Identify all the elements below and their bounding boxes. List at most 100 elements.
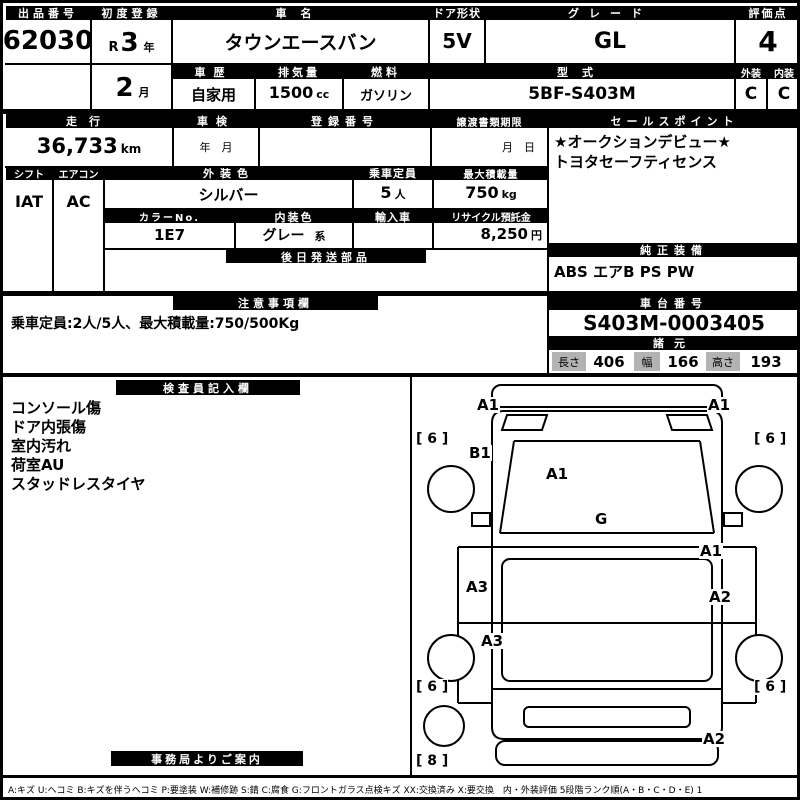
inspector-note: ドア内張傷 [11, 418, 87, 436]
auction-number-header: 出品番号 [6, 6, 90, 20]
spec-header: 諸元 [548, 336, 797, 350]
recycle-deposit-header: リサイクル預託金 [434, 210, 548, 223]
wheel-rear-left [427, 634, 475, 682]
era-letter: R [108, 40, 119, 55]
grid-line [258, 114, 260, 166]
recycle-unit: 円 [531, 229, 542, 242]
grid-line [734, 6, 736, 109]
section-divider [3, 373, 797, 377]
car-history-value: 自家用 [190, 85, 236, 104]
mileage-unit: km [120, 142, 142, 156]
grid-line [5, 166, 548, 168]
wheel-front-right [735, 465, 783, 513]
inspection-value: 年 月 [199, 141, 233, 154]
tire-depth-marker: 6 [754, 679, 787, 695]
grid-line [52, 166, 54, 291]
score-header: 評価点 [736, 6, 797, 20]
mileage-header: 走行 [6, 114, 172, 128]
section-divider [3, 109, 797, 114]
tire-depth-marker: 8 [416, 753, 449, 769]
displacement-number: 1500 [268, 83, 314, 102]
grade-header: グレード [486, 6, 734, 20]
exterior-grade-value: C [744, 84, 758, 104]
damage-marker: A1 [707, 396, 732, 414]
grid-line [428, 6, 430, 109]
reg-year: 3 [120, 28, 139, 58]
auction-number-value: 62030 [2, 26, 94, 56]
inspection-header: 車検 [174, 114, 258, 128]
max-load-header: 最大積載量 [434, 166, 548, 180]
registration-number-header: 登録番号 [260, 114, 430, 128]
grid-line [90, 6, 92, 109]
sales-point-line1: ★オークションデビュー★ [554, 133, 731, 151]
width-label: 幅 [634, 352, 660, 371]
chassis-number-value: S403M-0003405 [583, 311, 765, 335]
damage-marker: B1 [468, 444, 492, 462]
capacity-header: 乗車定員 [354, 166, 432, 180]
grid-line [171, 6, 173, 109]
recycle-number: 8,250 [480, 225, 528, 243]
inspector-note: 荷室AU [11, 456, 65, 474]
grid-line [103, 248, 548, 250]
damage-marker: A1 [545, 465, 570, 483]
car-history-header: 車歴 [173, 65, 254, 79]
windshield [499, 440, 715, 534]
vehicle-diagram: A1 A1 B1 A1 G A1 A3 A2 A3 A2 6 6 6 6 8 [412, 377, 797, 775]
later-parts-header: 後日発送部品 [226, 250, 426, 263]
color-no-value: 1E7 [153, 226, 186, 244]
displacement-header: 排気量 [256, 65, 342, 79]
import-car-header: 輸入車 [354, 210, 432, 223]
door-shape-value: 5V [442, 29, 472, 53]
wheel-front-left [427, 465, 475, 513]
grid-line [5, 63, 797, 65]
rear-window [523, 706, 691, 728]
shift-value: IAT [14, 191, 43, 211]
grid-line [103, 166, 105, 291]
section-divider [3, 291, 797, 296]
recycle-deposit-value: 8,250 円 [434, 223, 548, 247]
model-code-value: 5BF-S403M [528, 84, 636, 104]
tire-depth-marker: 6 [416, 431, 449, 447]
interior-color-header: 内装色 [236, 210, 352, 223]
max-load-unit: kg [501, 188, 517, 201]
door-shape-header: ドア形状 [430, 6, 484, 20]
score-value: 4 [758, 24, 778, 58]
spare-tire [423, 705, 465, 747]
grid-line [432, 166, 434, 248]
month-unit: 月 [138, 86, 150, 99]
capacity-unit: 人 [394, 188, 406, 201]
legend-text: A:キズ U:ヘコミ B:キズを伴うヘコミ P:要塗装 W:補修跡 S:錆 C:… [8, 785, 703, 796]
rear-bumper [495, 740, 719, 766]
damage-marker: A3 [480, 632, 505, 650]
reg-month: 2 [115, 73, 134, 103]
grade-value: GL [593, 28, 627, 54]
capacity-value: 5 人 [354, 181, 432, 207]
capacity-number: 5 [380, 183, 392, 202]
aircon-header: エアコン [54, 166, 103, 180]
genuine-equipment-value: ABS エアB PS PW [554, 262, 695, 281]
first-registration-month-value: 2 月 [92, 65, 171, 108]
caution-header: 注意事項欄 [173, 296, 378, 310]
damage-marker: G [594, 510, 609, 528]
exterior-color-header: 外装色 [105, 166, 352, 180]
length-label: 長さ [552, 352, 586, 371]
model-code-header: 型式 [430, 65, 734, 79]
interior-color-value: グレー 系 [236, 223, 352, 247]
grid-line [430, 114, 432, 166]
inspector-note: コンソール傷 [11, 399, 102, 417]
grid-line [342, 65, 344, 109]
inspector-note: 室内汚れ [11, 437, 72, 455]
interior-grade-value: C [777, 84, 791, 104]
exterior-color-value: シルバー [198, 185, 259, 204]
sales-point-line2: トヨタセーフティセンス [554, 153, 717, 171]
color-no-header: カラーNo. [105, 210, 234, 223]
office-info-header: 事務局よりご案内 [111, 751, 303, 766]
grid-line [766, 65, 768, 109]
height-label: 高さ [706, 352, 740, 371]
mileage-value: 36,733 km [6, 128, 172, 166]
car-name-header: 車名 [173, 6, 428, 20]
height-value: 193 [750, 352, 782, 371]
caution-text: 乗車定員:2人/5人、最大積載量:750/500Kg [11, 316, 300, 332]
mirror-left [471, 512, 491, 527]
